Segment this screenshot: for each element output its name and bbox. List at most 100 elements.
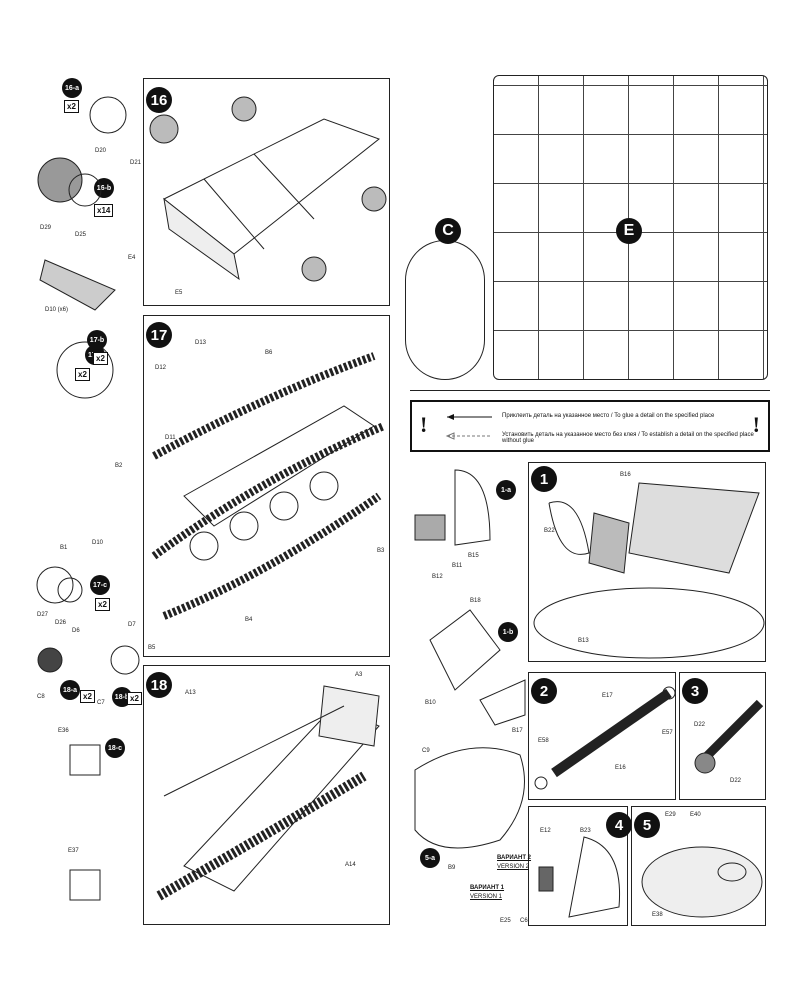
label-d21: D21 bbox=[130, 160, 142, 166]
sub-16b: 16-b bbox=[94, 178, 114, 198]
label-e12: E12 bbox=[540, 828, 551, 834]
label-e36: E36 bbox=[58, 728, 69, 734]
sub-18c: 18-c bbox=[105, 738, 125, 758]
turret-drawing-1 bbox=[533, 482, 765, 659]
gun-drawing-2 bbox=[534, 686, 675, 790]
hull-drawing-18 bbox=[156, 685, 380, 901]
sub-5a: 5-a bbox=[420, 848, 440, 868]
label-c6: C6 bbox=[520, 918, 528, 924]
label-b9: B9 bbox=[448, 865, 456, 871]
label-d10x6: D10 (x6) bbox=[45, 307, 69, 313]
label-d25: D25 bbox=[75, 232, 87, 238]
label-e38: E38 bbox=[652, 912, 663, 918]
label-a13: A13 bbox=[185, 690, 196, 696]
step-5-panel bbox=[631, 806, 766, 926]
version-2-ru: ВАРИАНТ 2 bbox=[497, 855, 532, 861]
label-b23: B23 bbox=[580, 828, 591, 834]
label-d20: D20 bbox=[95, 148, 107, 154]
label-b2: B2 bbox=[115, 463, 123, 469]
label-b1: B1 bbox=[60, 545, 68, 551]
version-1-ru: ВАРИАНТ 1 bbox=[470, 885, 505, 891]
mantlet-drawing-3 bbox=[694, 699, 764, 774]
qty-16a: x2 bbox=[64, 100, 79, 113]
label-b17: B17 bbox=[512, 728, 523, 734]
label-d29: D29 bbox=[40, 225, 52, 231]
step-1-badge: 1 bbox=[531, 466, 557, 492]
label-d22b: D22 bbox=[730, 778, 742, 784]
label-d22a: D22 bbox=[694, 722, 706, 728]
hull-drawing-16 bbox=[149, 96, 387, 282]
qty-17c: x2 bbox=[95, 598, 110, 611]
label-b12: B12 bbox=[432, 574, 443, 580]
label-e5: E5 bbox=[175, 290, 183, 296]
label-b13: B13 bbox=[578, 638, 589, 644]
sprue-c-badge: C bbox=[435, 218, 461, 244]
label-d13: D13 bbox=[195, 340, 207, 346]
step-2-badge: 2 bbox=[531, 678, 557, 704]
legend-mark-left: ! bbox=[420, 412, 428, 437]
label-e29: E29 bbox=[665, 812, 676, 818]
label-a3: A3 bbox=[355, 672, 363, 678]
label-e16: E16 bbox=[615, 765, 626, 771]
label-b6: B6 bbox=[265, 350, 273, 356]
qty-18b: x2 bbox=[127, 692, 142, 705]
step-5-badge: 5 bbox=[634, 812, 660, 838]
label-e58: E58 bbox=[538, 738, 549, 744]
sub-17b: 17-b bbox=[87, 330, 107, 350]
step-17-badge: 17 bbox=[146, 322, 172, 348]
label-b5: B5 bbox=[148, 645, 156, 651]
qty-17a: x2 bbox=[75, 368, 90, 381]
label-c9: C9 bbox=[422, 748, 430, 754]
label-d12: D12 bbox=[155, 365, 167, 371]
legend-glue: Приклеить деталь на указанное место / To… bbox=[502, 413, 715, 419]
step-1-panel bbox=[528, 462, 766, 662]
step-18-panel bbox=[143, 665, 390, 925]
qty-18a: x2 bbox=[80, 690, 95, 703]
label-e57: E57 bbox=[662, 730, 673, 736]
divider bbox=[410, 390, 770, 391]
label-e37: E37 bbox=[68, 848, 79, 854]
label-b11: B11 bbox=[452, 563, 463, 569]
sub-1b: 1-b bbox=[498, 622, 518, 642]
label-d6: D6 bbox=[72, 628, 80, 634]
legend-noglue: Установить деталь на указанное место без… bbox=[502, 432, 754, 444]
label-c7: C7 bbox=[97, 700, 105, 706]
step-16-panel bbox=[143, 78, 390, 306]
label-b10: B10 bbox=[425, 700, 436, 706]
version-1-en: VERSION 1 bbox=[470, 894, 503, 900]
label-e17: E17 bbox=[602, 693, 613, 699]
label-b15: B15 bbox=[468, 553, 479, 559]
legend-arrows bbox=[445, 414, 492, 440]
legend-box: ! ! Приклеить деталь на указанное место … bbox=[410, 400, 770, 452]
label-b16: B16 bbox=[620, 472, 631, 478]
label-e25: E25 bbox=[500, 918, 511, 924]
sprue-c-diagram bbox=[405, 240, 485, 380]
label-e4: E4 bbox=[128, 255, 136, 261]
label-d10: D10 bbox=[92, 540, 104, 546]
label-a14: A14 bbox=[345, 862, 356, 868]
label-e40: E40 bbox=[690, 812, 701, 818]
qty-17b: x2 bbox=[93, 352, 108, 365]
label-b3: B3 bbox=[377, 548, 385, 554]
sprue-e-badge: E bbox=[616, 218, 642, 244]
sub-1a: 1-a bbox=[496, 480, 516, 500]
sub-16a: 16-a bbox=[62, 78, 82, 98]
sub-18a: 18-a bbox=[60, 680, 80, 700]
version-2-en: VERSION 2 bbox=[497, 864, 530, 870]
step-17-panel bbox=[143, 315, 390, 657]
label-d7: D7 bbox=[128, 622, 136, 628]
legend-mark-right: ! bbox=[752, 412, 760, 437]
qty-16b: x14 bbox=[94, 204, 114, 217]
label-b18: B18 bbox=[470, 598, 481, 604]
label-d11: D11 bbox=[165, 435, 176, 441]
step-4-badge: 4 bbox=[606, 812, 632, 838]
sub-17c: 17-c bbox=[90, 575, 110, 595]
label-d27: D27 bbox=[37, 612, 49, 618]
step-18-badge: 18 bbox=[146, 672, 172, 698]
step-16-badge: 16 bbox=[146, 87, 172, 113]
label-b22: B22 bbox=[544, 528, 555, 534]
step-3-badge: 3 bbox=[682, 678, 708, 704]
roof-drawing-5 bbox=[641, 846, 763, 918]
label-b4: B4 bbox=[245, 617, 253, 623]
step-3-panel bbox=[679, 672, 766, 800]
